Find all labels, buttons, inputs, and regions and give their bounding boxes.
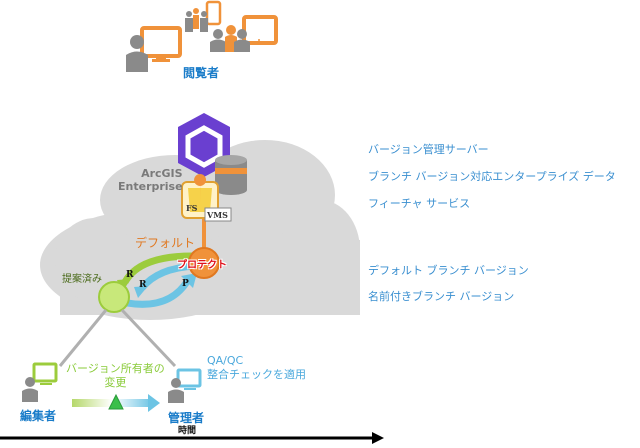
time-label: 時間 (178, 426, 197, 436)
legend-default-branch-version: デフォルト ブランチ バージョン (368, 264, 529, 277)
qa-qc-label: QA/QC 整合チェックを適用 (207, 354, 306, 382)
legend-feature-service: フィーチャ サービス (368, 197, 471, 210)
legend-named-branch-version: 名前付きブランチ バージョン (368, 290, 515, 303)
fs-badge: FS (186, 203, 198, 213)
post-label: P (182, 279, 189, 289)
editor-label: 編集者 (20, 409, 57, 423)
vms-badge: VMS (207, 210, 228, 220)
legend-branch-versioned-data: ブランチ バージョン対応エンタープライズ データ (368, 170, 616, 183)
time-axis (0, 432, 384, 444)
admin-connector-line (120, 308, 177, 368)
proposed-label: 提案済み (62, 274, 102, 285)
editor-connector-line (58, 309, 108, 367)
owner-change-label: バージョン所有者の 変更 (66, 362, 165, 390)
legend-version-management-server: バージョン管理サーバー (368, 143, 489, 156)
arcgis-enterprise-label: ArcGIS Enterprise (118, 167, 183, 193)
ownership-transfer-arrow (72, 393, 160, 412)
feature-service-icon (181, 174, 232, 222)
arcgis-label-line1: ArcGIS (141, 167, 183, 180)
post-arrow-blue (126, 278, 192, 308)
default-version-label: デフォルト (135, 236, 196, 250)
database-icon (215, 155, 247, 195)
qa-line1: QA/QC (207, 354, 244, 367)
viewers-label: 閲覧者 (183, 66, 220, 80)
reconcile-label-2: R (139, 280, 147, 290)
admin-label: 管理者 (168, 411, 205, 425)
arcgis-label-line2: Enterprise (118, 180, 183, 193)
protected-label: プロテクト (177, 260, 227, 271)
editor-icon (22, 362, 58, 402)
qa-line2: 整合チェックを適用 (207, 368, 306, 381)
proposed-version-node (98, 281, 130, 313)
admin-icon (168, 368, 202, 403)
viewers-icon (126, 0, 278, 72)
owner-change-line1: バージョン所有者の (66, 362, 165, 375)
owner-change-line2: 変更 (104, 376, 127, 389)
reconcile-label-1: R (126, 270, 134, 280)
default-version-node (188, 247, 220, 279)
reconcile-arrow-green (121, 252, 197, 284)
